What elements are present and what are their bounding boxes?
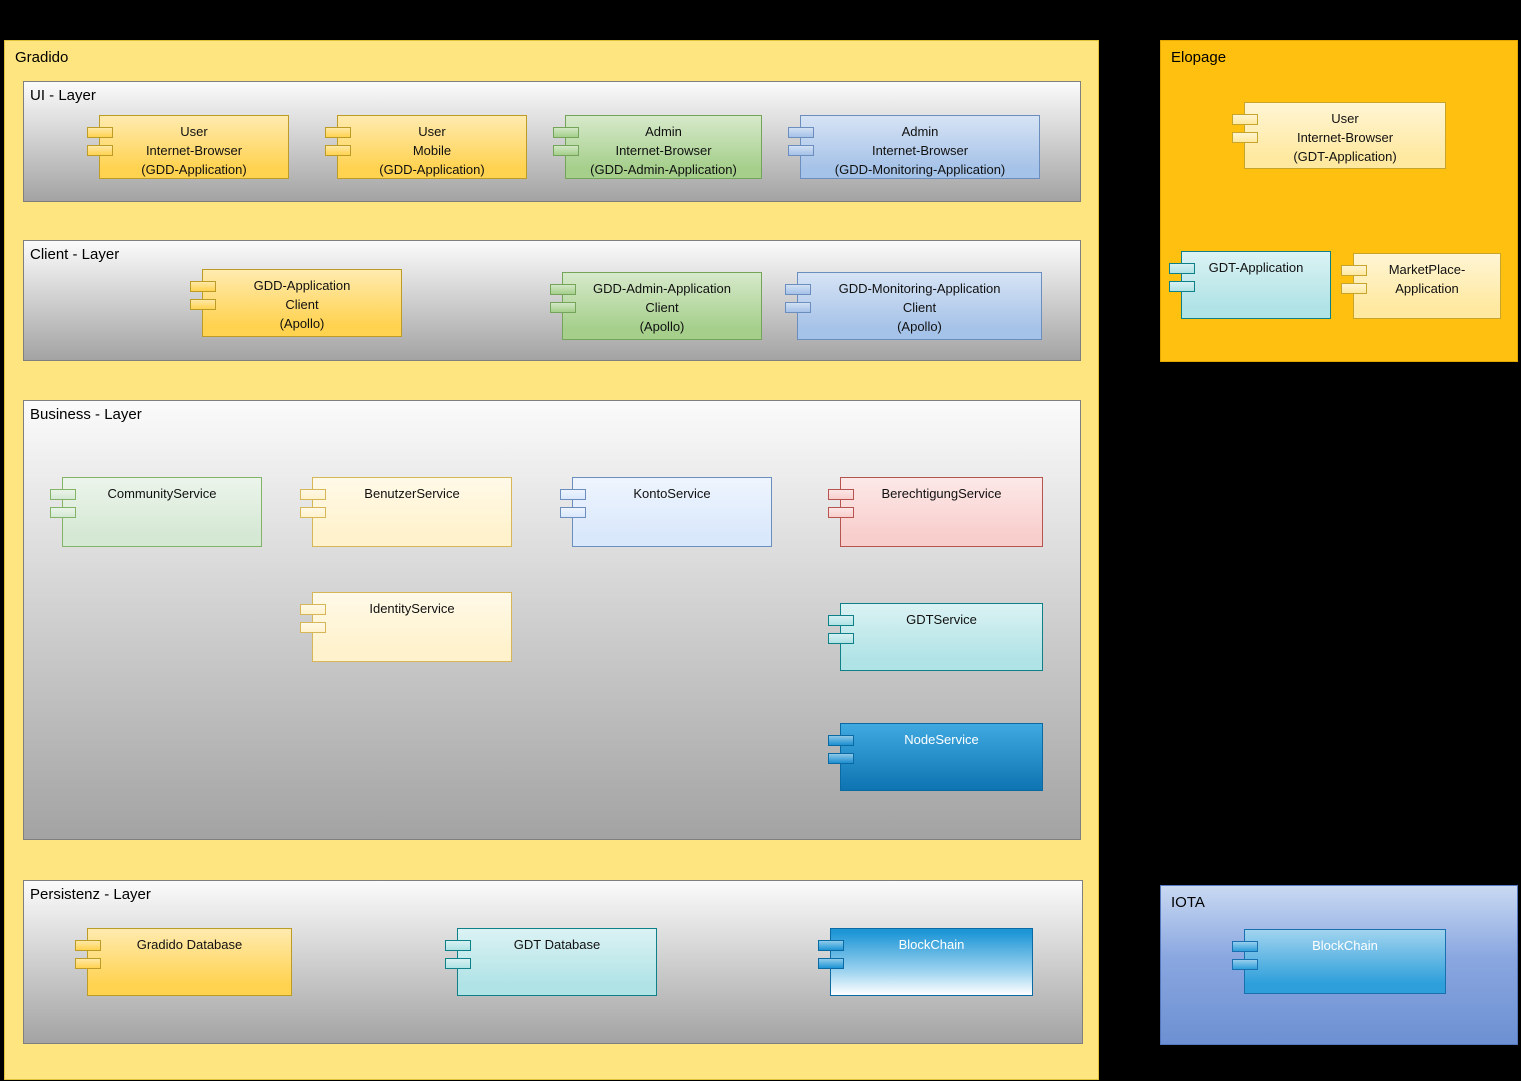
component-tab-icon	[788, 145, 814, 156]
component-tab-icon	[87, 145, 113, 156]
component-label: Admin Internet-Browser (GDD-Admin-Applic…	[590, 124, 737, 177]
component-tab-icon	[75, 958, 101, 969]
iota-title: IOTA	[1171, 894, 1205, 911]
component-tab-icon	[553, 145, 579, 156]
component-konto-service[interactable]: KontoService	[560, 477, 772, 547]
component-iota-blockchain[interactable]: BlockChain	[1232, 929, 1446, 994]
client-layer-title: Client - Layer	[30, 246, 120, 263]
component-user-mobile-gdd[interactable]: User Mobile (GDD-Application)	[325, 115, 527, 179]
component-gdd-admin-application-client[interactable]: GDD-Admin-Application Client (Apollo)	[550, 272, 762, 340]
component-blockchain[interactable]: BlockChain	[818, 928, 1033, 996]
component-gdt-service[interactable]: GDTService	[828, 603, 1043, 671]
component-tab-icon	[300, 622, 326, 633]
component-tab-icon	[1169, 281, 1195, 292]
component-user-internet-browser-gdt[interactable]: User Internet-Browser (GDT-Application)	[1232, 102, 1446, 169]
component-label: BlockChain	[898, 937, 965, 952]
component-user-internet-browser-gdd[interactable]: User Internet-Browser (GDD-Application)	[87, 115, 289, 179]
component-berechtigung-service[interactable]: BerechtigungService	[828, 477, 1043, 547]
component-admin-internet-browser-gdd-monitoring[interactable]: Admin Internet-Browser (GDD-Monitoring-A…	[788, 115, 1040, 179]
component-tab-icon	[87, 127, 113, 138]
component-gradido-database[interactable]: Gradido Database	[75, 928, 292, 996]
component-tab-icon	[75, 940, 101, 951]
component-tab-icon	[1232, 959, 1258, 970]
component-tab-icon	[1341, 283, 1367, 294]
component-tab-icon	[50, 507, 76, 518]
persistenz-layer[interactable]: Persistenz - Layer Gradido Database GDT …	[23, 880, 1083, 1044]
component-tab-icon	[550, 302, 576, 313]
component-tab-icon	[828, 633, 854, 644]
component-label: NodeService	[904, 732, 979, 747]
component-label: BlockChain	[1312, 938, 1378, 953]
component-tab-icon	[300, 489, 326, 500]
component-tab-icon	[300, 507, 326, 518]
component-tab-icon	[1232, 132, 1258, 143]
component-tab-icon	[828, 489, 854, 500]
persistenz-layer-title: Persistenz - Layer	[30, 886, 151, 903]
component-admin-internet-browser-gdd-admin[interactable]: Admin Internet-Browser (GDD-Admin-Applic…	[553, 115, 762, 179]
component-label: GDT Database	[513, 937, 601, 952]
component-label: User Internet-Browser (GDD-Application)	[141, 124, 247, 177]
component-tab-icon	[785, 302, 811, 313]
component-label: GDT-Application	[1208, 260, 1304, 275]
component-tab-icon	[445, 958, 471, 969]
component-label: Gradido Database	[136, 937, 243, 952]
component-tab-icon	[785, 284, 811, 295]
component-tab-icon	[445, 940, 471, 951]
component-label: MarketPlace- Application	[1388, 262, 1466, 296]
component-tab-icon	[828, 735, 854, 746]
component-label: GDD-Monitoring-Application Client (Apoll…	[838, 281, 1001, 334]
gradido-title: Gradido	[15, 49, 69, 66]
component-tab-icon	[828, 615, 854, 626]
component-gdd-monitoring-application-client[interactable]: GDD-Monitoring-Application Client (Apoll…	[785, 272, 1042, 340]
component-label: BenutzerService	[364, 486, 460, 501]
component-benutzer-service[interactable]: BenutzerService	[300, 477, 512, 547]
component-tab-icon	[828, 753, 854, 764]
component-label: GDD-Application Client (Apollo)	[253, 278, 351, 331]
component-label: IdentityService	[369, 601, 455, 616]
component-tab-icon	[1341, 265, 1367, 276]
business-layer[interactable]: Business - Layer CommunityService Benutz…	[23, 400, 1081, 840]
component-label: BerechtigungService	[881, 486, 1002, 501]
component-marketplace-application[interactable]: MarketPlace- Application	[1341, 253, 1501, 319]
iota-container[interactable]: IOTA BlockChain	[1160, 885, 1518, 1045]
component-tab-icon	[325, 145, 351, 156]
component-tab-icon	[788, 127, 814, 138]
gradido-container[interactable]: Gradido UI - Layer User Internet-Browser…	[4, 40, 1099, 1080]
client-layer[interactable]: Client - Layer GDD-Application Client (A…	[23, 240, 1081, 361]
component-gdt-application[interactable]: GDT-Application	[1169, 251, 1331, 319]
component-tab-icon	[300, 604, 326, 615]
component-tab-icon	[560, 507, 586, 518]
business-layer-title: Business - Layer	[30, 406, 142, 423]
component-tab-icon	[1232, 114, 1258, 125]
component-label: Admin Internet-Browser (GDD-Monitoring-A…	[834, 124, 1006, 177]
component-label: KontoService	[633, 486, 711, 501]
component-identity-service[interactable]: IdentityService	[300, 592, 512, 662]
component-tab-icon	[818, 958, 844, 969]
component-tab-icon	[325, 127, 351, 138]
component-tab-icon	[190, 281, 216, 292]
component-tab-icon	[560, 489, 586, 500]
component-label: GDD-Admin-Application Client (Apollo)	[593, 281, 731, 334]
component-label: User Mobile (GDD-Application)	[379, 124, 485, 177]
component-community-service[interactable]: CommunityService	[50, 477, 262, 547]
component-tab-icon	[50, 489, 76, 500]
component-node-service[interactable]: NodeService	[828, 723, 1043, 791]
component-tab-icon	[190, 299, 216, 310]
component-label: User Internet-Browser (GDT-Application)	[1293, 111, 1397, 164]
component-label: CommunityService	[107, 486, 217, 501]
component-label: GDTService	[906, 612, 977, 627]
component-gdt-database[interactable]: GDT Database	[445, 928, 657, 996]
component-tab-icon	[1232, 941, 1258, 952]
component-tab-icon	[1169, 263, 1195, 274]
component-tab-icon	[550, 284, 576, 295]
elopage-container[interactable]: Elopage User Internet-Browser (GDT-Appli…	[1160, 40, 1518, 362]
ui-layer-title: UI - Layer	[30, 87, 96, 104]
component-gdd-application-client[interactable]: GDD-Application Client (Apollo)	[190, 269, 402, 337]
elopage-title: Elopage	[1171, 49, 1227, 66]
component-tab-icon	[828, 507, 854, 518]
component-tab-icon	[818, 940, 844, 951]
component-tab-icon	[553, 127, 579, 138]
ui-layer[interactable]: UI - Layer User Internet-Browser (GDD-Ap…	[23, 81, 1081, 202]
